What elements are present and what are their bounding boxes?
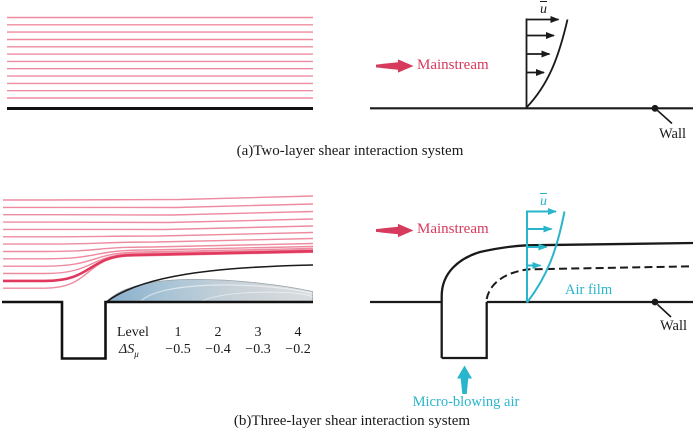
air-film-contour-band: [139, 284, 313, 303]
micro-blowing-arrow-icon: [457, 365, 472, 394]
legend-value-1: −0.5: [165, 342, 191, 357]
legend-level-label: Level: [117, 325, 149, 340]
legend-level-2: 2: [214, 325, 222, 340]
legend-value-4: −0.2: [285, 342, 311, 357]
mean-velocity-label-a: u: [540, 2, 547, 17]
slot-bottom-b: [441, 302, 488, 360]
air-film-contour: [105, 279, 313, 303]
wall-point-b: [651, 298, 659, 306]
streamline-dense-band: [3, 249, 314, 283]
caption-panel-a: (a)Two-layer shear interaction system: [236, 143, 464, 159]
streamlines-three-layer: [3, 195, 314, 289]
air-film-label: Air film: [565, 282, 613, 298]
air-film-contour-band: [199, 291, 313, 303]
legend-value-3: −0.3: [245, 342, 271, 357]
wall-label-b: Wall: [660, 318, 688, 334]
jet-boundary-solid: [440, 241, 694, 358]
mean-velocity-label-b: u: [540, 194, 547, 209]
micro-blowing-label: Micro-blowing air: [412, 394, 520, 410]
legend-level-4: 4: [294, 325, 302, 340]
mainstream-label-a: Mainstream: [417, 57, 489, 73]
legend-value-2: −0.4: [205, 342, 231, 357]
legend-delta-label: ΔSμ: [119, 342, 139, 359]
legend-level-1: 1: [174, 325, 182, 340]
film-boundary-curve-left: [106, 264, 314, 303]
mainstream-arrow-icon-b: [376, 223, 414, 238]
wall-label-a: Wall: [659, 126, 687, 142]
velocity-profile-b: [526, 208, 566, 304]
caption-panel-b: (b)Three-layer shear interaction system: [233, 413, 471, 429]
mainstream-arrow-icon-a: [376, 59, 414, 73]
wall-point-a: [651, 104, 659, 112]
streamlines-two-layer: [7, 16, 313, 99]
legend-level-3: 3: [254, 325, 262, 340]
wall-with-slot-b-left: [2, 300, 313, 360]
wall-pointer-line-b: [656, 303, 672, 318]
mainstream-label-b: Mainstream: [417, 221, 489, 237]
wall-pointer-line-a: [656, 109, 673, 125]
velocity-profile-a: [525, 16, 569, 109]
